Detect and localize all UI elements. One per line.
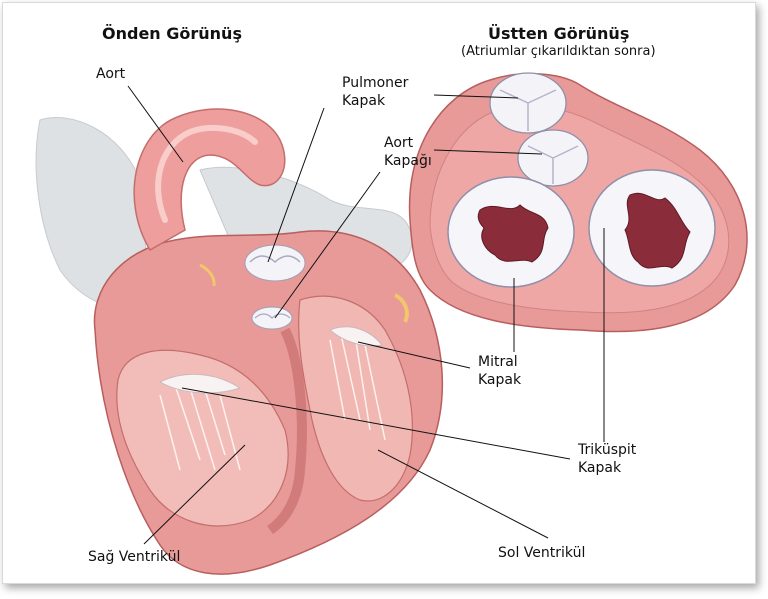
pulmonary-valve-label-line2: Kapak (342, 93, 385, 110)
pulmonary-valve-label-line1: Pulmoner (342, 75, 408, 92)
aortic-valve-front (252, 307, 292, 329)
top-view-note: (Atriumlar çıkarıldıktan sonra) (461, 44, 656, 60)
mitral-valve-label-line1: Mitral (478, 354, 518, 371)
tricuspid-valve-label-line1: Triküspit (578, 442, 636, 459)
left-ventricle-label: Sol Ventrikül (498, 545, 585, 562)
front-view-title: Önden Görünüş (102, 24, 242, 43)
pulmonary-valve-top (490, 73, 566, 133)
mitral-valve-label-line2: Kapak (478, 372, 521, 389)
aortic-valve-top (518, 130, 588, 186)
left-ventricle-leader (378, 450, 548, 538)
pulmonary-valve-front (245, 245, 305, 281)
right-ventricle-label: Sağ Ventrikül (88, 549, 180, 566)
aortic-valve-label-line2: Kapağı (384, 153, 432, 170)
aortic-valve-label-line1: Aort (384, 135, 413, 152)
tricuspid-valve-top (589, 170, 715, 286)
mitral-valve-top (448, 177, 574, 287)
tricuspid-valve-label-line2: Kapak (578, 460, 621, 477)
aorta-label: Aort (96, 66, 125, 83)
top-view-title: Üstten Görünüş (488, 24, 629, 43)
